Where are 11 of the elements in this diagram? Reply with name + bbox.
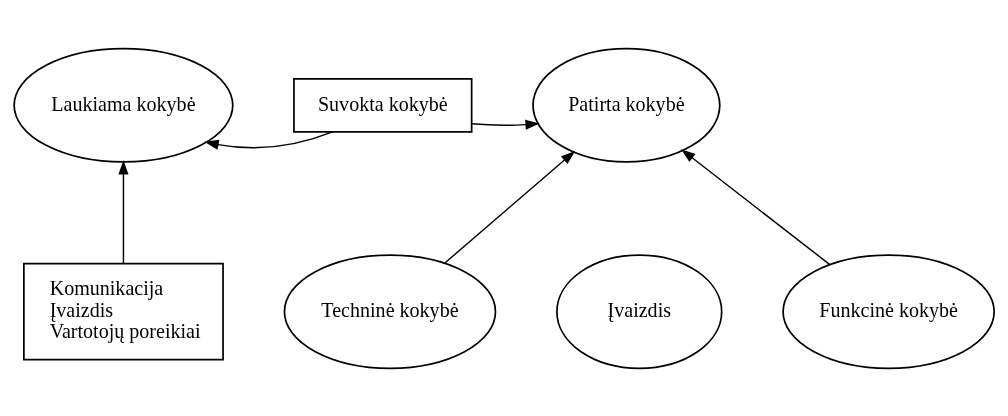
arrow (118, 159, 129, 264)
arrow (471, 119, 540, 130)
node-ellipse: Techninė kokybė (283, 253, 497, 369)
arrow (444, 150, 576, 264)
node-ellipse: Įvaizdis (556, 253, 723, 369)
node-box: Suvokta kokybė (293, 77, 473, 133)
arrow (681, 148, 831, 265)
node-ellipse: Laukiama kokybė (13, 47, 234, 163)
arrow (204, 130, 334, 150)
node-ellipse: Funkcinė kokybė (782, 253, 995, 369)
node-box: Komunikacija Įvaizdis Vartotojų poreikiai (23, 262, 224, 361)
